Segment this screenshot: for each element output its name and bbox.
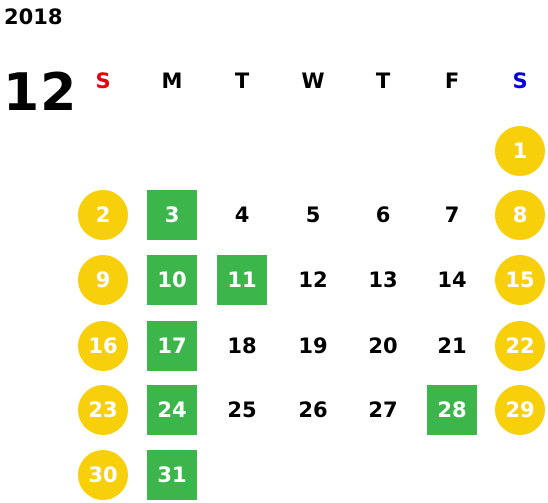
day-19[interactable]: 19 xyxy=(298,334,328,358)
weekday-tuesday: T xyxy=(234,69,250,93)
day-9[interactable]: 9 xyxy=(78,255,128,305)
day-29[interactable]: 29 xyxy=(495,385,545,435)
day-21[interactable]: 21 xyxy=(437,334,467,358)
day-18[interactable]: 18 xyxy=(227,334,257,358)
month-number: 12 xyxy=(3,63,78,123)
day-28[interactable]: 28 xyxy=(427,385,477,435)
weekday-saturday: S xyxy=(512,69,528,93)
day-6[interactable]: 6 xyxy=(375,203,391,227)
day-7[interactable]: 7 xyxy=(444,203,460,227)
day-31[interactable]: 31 xyxy=(147,450,197,500)
day-2[interactable]: 2 xyxy=(78,190,128,240)
weekday-monday: M xyxy=(161,69,183,93)
day-1[interactable]: 1 xyxy=(495,126,545,176)
year-label: 2018 xyxy=(4,5,63,29)
day-14[interactable]: 14 xyxy=(437,268,467,292)
weekday-sunday: S xyxy=(95,69,111,93)
weekday-thursday: T xyxy=(375,69,391,93)
day-25[interactable]: 25 xyxy=(227,398,257,422)
day-17[interactable]: 17 xyxy=(147,321,197,371)
day-16[interactable]: 16 xyxy=(78,321,128,371)
weekday-friday: F xyxy=(444,69,460,93)
day-12[interactable]: 12 xyxy=(298,268,328,292)
day-23[interactable]: 23 xyxy=(78,385,128,435)
day-24[interactable]: 24 xyxy=(147,385,197,435)
day-11[interactable]: 11 xyxy=(217,255,267,305)
day-3[interactable]: 3 xyxy=(147,190,197,240)
day-20[interactable]: 20 xyxy=(368,334,398,358)
day-13[interactable]: 13 xyxy=(368,268,398,292)
day-15[interactable]: 15 xyxy=(495,255,545,305)
day-27[interactable]: 27 xyxy=(368,398,398,422)
day-5[interactable]: 5 xyxy=(305,203,321,227)
weekday-wednesday: W xyxy=(301,69,325,93)
day-26[interactable]: 26 xyxy=(298,398,328,422)
day-22[interactable]: 22 xyxy=(495,321,545,371)
day-10[interactable]: 10 xyxy=(147,255,197,305)
day-8[interactable]: 8 xyxy=(495,190,545,240)
day-30[interactable]: 30 xyxy=(78,450,128,500)
day-4[interactable]: 4 xyxy=(234,203,250,227)
